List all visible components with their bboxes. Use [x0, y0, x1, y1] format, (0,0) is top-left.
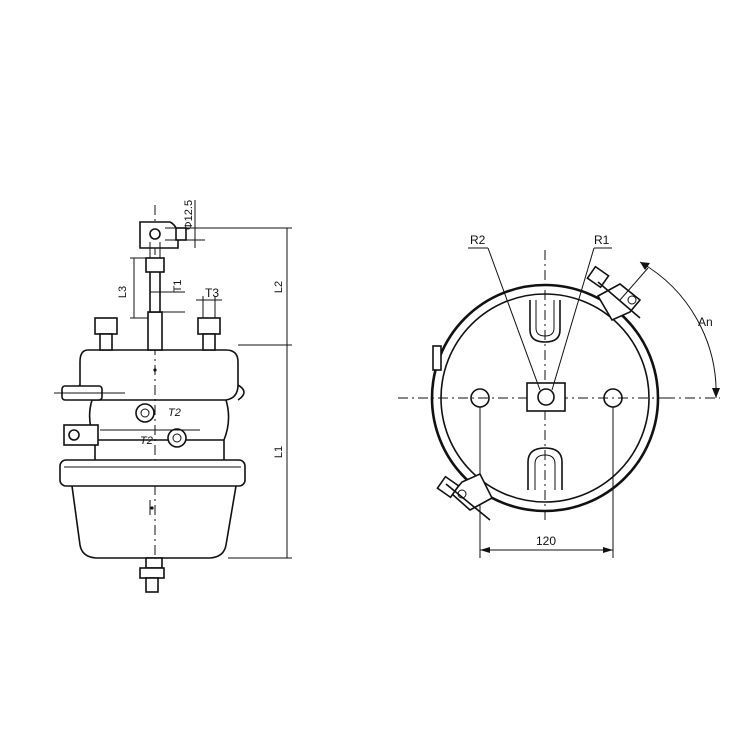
ring-left-tab: [432, 345, 442, 371]
an-arrow-start: [640, 262, 650, 270]
label-l1: L1: [273, 446, 285, 458]
axis-dot-1: [153, 368, 157, 372]
clevis-yoke: [139, 221, 179, 249]
clamp-bolt-upper: [597, 281, 641, 319]
left-stud: [99, 333, 113, 351]
label-an: An: [698, 315, 713, 329]
push-rod-threaded: [149, 269, 161, 313]
dim-120-arrow-left: [480, 547, 490, 553]
t2-port-lower-inner: [172, 433, 182, 443]
central-fitting: [526, 382, 566, 412]
bottom-fitting-nut: [139, 567, 165, 579]
t2-port-upper-inner: [140, 408, 150, 418]
clamp-bolt-lower: [445, 483, 491, 521]
label-t1: T1: [172, 280, 184, 293]
right-stud: [202, 333, 216, 351]
label-120: 120: [536, 534, 556, 548]
r1-leader: [551, 247, 595, 391]
an-arrow-end: [712, 388, 720, 398]
upper-slot-inner: [535, 300, 555, 337]
t2-port-lower: [167, 428, 187, 448]
r2-leader: [487, 247, 541, 391]
clamp-bolt-upper-nut: [586, 265, 610, 289]
push-rod-nut: [145, 257, 165, 273]
label-l2: L2: [273, 281, 285, 293]
inner-ring: [440, 293, 650, 503]
axis-dot-2: [150, 506, 154, 510]
clamp-ear-lower-hole: [457, 489, 467, 499]
front-view: R2 R1 An 120: [398, 233, 720, 558]
t2-port-upper: [135, 403, 155, 423]
bottom-fitting-stem: [145, 577, 159, 593]
left-stud-nut: [94, 317, 118, 335]
label-phi: Φ12.5: [183, 200, 195, 230]
lower-slot: [527, 447, 563, 490]
clevis-pin-hole: [149, 228, 161, 240]
label-t3: T3: [205, 286, 219, 300]
lower-chamber: [71, 485, 237, 559]
outer-ring: [430, 283, 660, 513]
clamp-band: [59, 459, 246, 487]
label-t2-lower: T2: [140, 435, 153, 447]
label-r2: R2: [470, 233, 486, 247]
clamp-ear-upper: [596, 283, 642, 322]
clamp-ear-upper-hole: [627, 295, 637, 305]
upper-slot: [529, 300, 561, 343]
label-t2-upper: T2: [168, 407, 181, 419]
right-stud-nut: [197, 317, 221, 335]
side-view: Φ12.5 L3 T1 T3 L2 L1 T2 T2: [54, 200, 292, 593]
bottom-fitting-base: [145, 557, 163, 569]
label-r1: R1: [594, 233, 610, 247]
side-port-hole: [68, 429, 80, 441]
dim-120-arrow-right: [603, 547, 613, 553]
an-arc: [639, 261, 717, 399]
label-l3: L3: [117, 286, 129, 298]
push-rod-lower: [147, 311, 163, 351]
lower-slot-inner: [534, 454, 556, 490]
central-fitting-hole: [537, 388, 555, 406]
an-ref-line: [619, 267, 649, 301]
